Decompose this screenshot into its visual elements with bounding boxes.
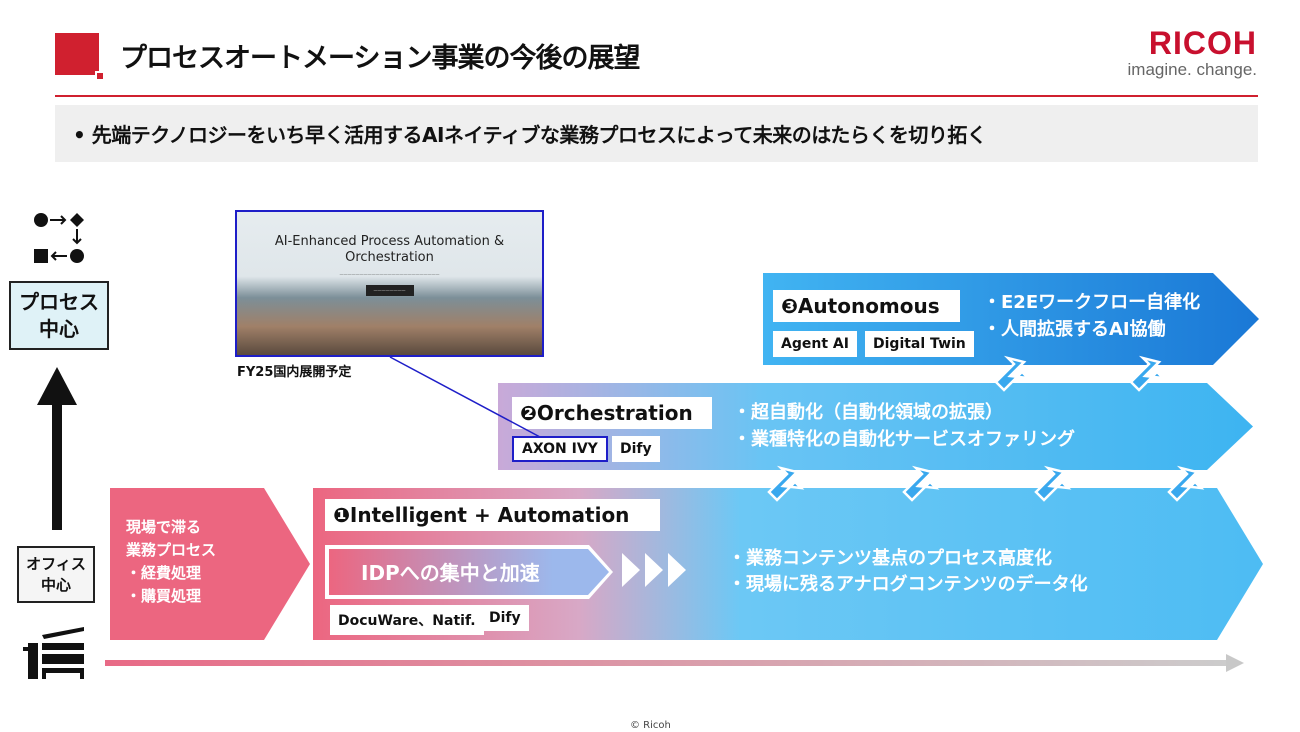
stage2-point: ・業種特化の自動化サービスオファリング bbox=[733, 429, 1075, 450]
header-divider bbox=[55, 95, 1258, 97]
stage2-point: ・超自動化（自動化領域の拡張） bbox=[733, 402, 1003, 423]
process-centric-label: プロセス 中心 bbox=[9, 281, 109, 350]
tag-dify: Dify bbox=[481, 605, 529, 631]
stage1-point: ・現場に残るアナログコンテンツのデータ化 bbox=[728, 574, 1088, 595]
chevron-icon bbox=[622, 553, 640, 587]
copyright: © Ricoh bbox=[630, 720, 671, 731]
key-message: • 先端テクノロジーをいち早く活用するAIネイティブな業務プロセスによって未来の… bbox=[55, 105, 1258, 162]
current-line: 業務プロセス bbox=[126, 541, 217, 559]
screenshot-button: ———————— bbox=[365, 285, 414, 296]
current-state-block: 現場で滞る 業務プロセス ・経費処理 ・購買処理 bbox=[110, 488, 310, 640]
tag-agent-ai: Agent AI bbox=[773, 331, 857, 357]
copier-icon bbox=[23, 627, 84, 679]
stage1-point: ・業務コンテンツ基点のプロセス高度化 bbox=[728, 548, 1052, 569]
stage3-label: ❸Autonomous bbox=[773, 290, 960, 322]
tag-axon-ivy: AXON IVY bbox=[512, 436, 608, 462]
timeline-arrow-head bbox=[1226, 654, 1244, 672]
timeline-arrow bbox=[105, 660, 1230, 666]
up-arrow-head bbox=[37, 367, 77, 405]
idp-arrow: IDPへの集中と加速 bbox=[325, 545, 613, 599]
current-line: 現場で滞る bbox=[126, 518, 202, 536]
office-centric-label: オフィス 中心 bbox=[17, 546, 95, 603]
process-flow-icon bbox=[34, 213, 84, 263]
tag-digital-twin: Digital Twin bbox=[865, 331, 974, 357]
section-marker bbox=[55, 33, 103, 79]
up-arrow-shaft bbox=[52, 400, 62, 530]
stage2-label: ❷Orchestration bbox=[512, 397, 712, 429]
current-line: ・購買処理 bbox=[126, 587, 202, 605]
stage3-point: ・人間拡張するAI協働 bbox=[983, 319, 1166, 340]
screenshot-caption: FY25国内展開予定 bbox=[237, 365, 352, 380]
current-line: ・経費処理 bbox=[126, 564, 202, 582]
ricoh-logo: RICOH imagine. change. bbox=[1128, 26, 1257, 80]
stage3-point: ・E2Eワークフロー自律化 bbox=[983, 292, 1201, 313]
product-screenshot: AI-Enhanced Process Automation & Orchest… bbox=[235, 210, 544, 357]
idp-label: IDPへの集中と加速 bbox=[329, 549, 609, 595]
screenshot-heading: AI-Enhanced Process Automation & Orchest… bbox=[274, 234, 505, 265]
chevron-icon bbox=[668, 553, 686, 587]
chevron-icon bbox=[645, 553, 663, 587]
tag-docuware: DocuWare、Natif. bbox=[330, 605, 484, 635]
page-title: プロセスオートメーション事業の今後の展望 bbox=[120, 43, 640, 74]
tag-dify: Dify bbox=[612, 436, 660, 462]
screenshot-body: ————————————————————————— bbox=[339, 272, 440, 277]
brand-name: RICOH bbox=[1148, 25, 1257, 61]
stage1-label: ❶Intelligent + Automation bbox=[325, 499, 660, 531]
brand-tagline: imagine. change. bbox=[1127, 60, 1257, 79]
